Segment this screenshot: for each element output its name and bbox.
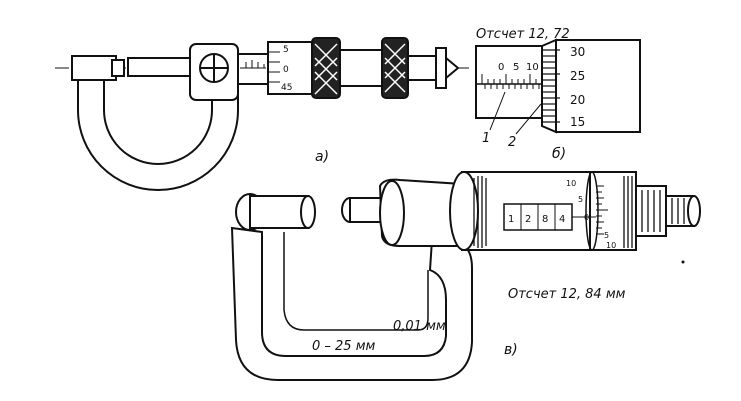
thimble-graduations-c (572, 185, 608, 235)
scale-detail-b (475, 38, 641, 135)
dial-5-bottom: 5 (604, 231, 609, 240)
callout-1: 1 (482, 131, 490, 146)
scale-a-5: 5 (283, 45, 289, 55)
counter-digit-4: 4 (559, 214, 565, 225)
figure-a-label: а) (315, 149, 329, 165)
callout-2: 2 (508, 135, 516, 150)
resolution-label: 0,01 мм (393, 319, 446, 334)
counter-digit-2: 2 (525, 214, 531, 225)
thimble-30: 30 (570, 45, 585, 59)
micrometer-a (55, 37, 470, 191)
counter-digit-3: 8 (542, 214, 548, 225)
scale-a-45: 45 (281, 83, 292, 93)
range-label: 0 – 25 мм (312, 339, 376, 354)
main-scale-5: 5 (513, 62, 519, 73)
thimble-25: 25 (570, 69, 585, 83)
dial-5-top: 5 (578, 195, 583, 204)
knurl-pattern-a (314, 43, 406, 95)
reading-b: Отсчет 12, 72 (476, 27, 570, 42)
reading-c: Отсчет 12, 84 мм (508, 287, 626, 302)
main-scale-0: 0 (498, 62, 504, 73)
figure-c-label: в) (504, 342, 518, 358)
scale-a-0: 0 (283, 65, 289, 75)
dial-10-bottom: 10 (606, 241, 616, 250)
ink-dot (681, 260, 685, 264)
dial-10-top: 10 (566, 179, 576, 188)
counter-digit-1: 1 (508, 214, 514, 225)
figure-b-label: б) (552, 146, 566, 162)
dial-0: 0 (584, 213, 589, 222)
knurl-pattern-c (473, 176, 685, 248)
digital-micrometer-c (230, 171, 701, 381)
thimble-15: 15 (570, 115, 585, 129)
main-scale-10: 10 (526, 62, 539, 73)
thimble-20: 20 (570, 93, 585, 107)
